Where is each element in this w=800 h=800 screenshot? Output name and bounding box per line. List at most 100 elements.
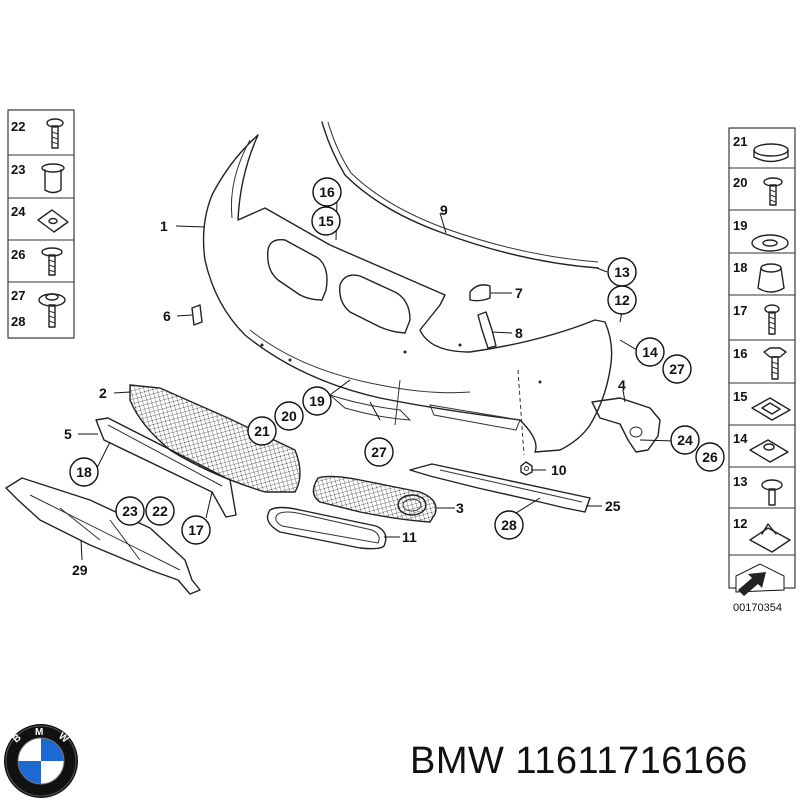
svg-text:12: 12 — [614, 292, 630, 308]
callout-label: 3 — [456, 500, 464, 516]
svg-text:13: 13 — [614, 264, 630, 280]
svg-text:20: 20 — [281, 408, 297, 424]
svg-text:16: 16 — [319, 184, 335, 200]
right-panel-label: 16 — [733, 346, 747, 361]
callout-label: 8 — [515, 325, 523, 341]
kidney-grille-left — [267, 239, 328, 301]
svg-text:17: 17 — [188, 522, 204, 538]
washer-screw-icon — [38, 293, 66, 328]
circled-callout: 20 — [274, 401, 304, 431]
underbody-tray — [5, 477, 201, 595]
leader-lines — [78, 199, 677, 561]
svg-text:18: 18 — [76, 464, 92, 480]
circled-callout: 28 — [494, 510, 524, 540]
license-plate-holder — [95, 417, 237, 518]
kidney-grille-right — [339, 274, 411, 334]
bumper-cover — [202, 134, 613, 453]
circled-callout: 18 — [69, 457, 99, 487]
bmw-logo-icon: B M W — [4, 724, 78, 798]
callout-label: 4 — [618, 377, 626, 393]
right-panel-label: 17 — [733, 303, 747, 318]
svg-text:M: M — [35, 727, 43, 738]
callout-label: 9 — [440, 202, 448, 218]
circled-callout: 24 — [670, 425, 700, 455]
circled-callout: 13 — [607, 257, 637, 287]
svg-text:15: 15 — [318, 213, 334, 229]
expansion-nut-icon — [41, 163, 65, 194]
callout-label: 29 — [72, 562, 88, 578]
svg-text:26: 26 — [702, 449, 718, 465]
circled-callout: 14 — [635, 337, 665, 367]
callout-label: 7 — [515, 285, 523, 301]
nut-10 — [520, 461, 533, 476]
svg-text:28: 28 — [501, 517, 517, 533]
right-fastener-panel: 21 20 19 18 17 16 15 14 13 12 — [728, 127, 796, 614]
side-bracket — [591, 397, 661, 453]
callout-label: 1 — [160, 218, 168, 234]
right-panel-label: 13 — [733, 474, 747, 489]
svg-text:27: 27 — [669, 361, 685, 377]
grommet-icon — [753, 143, 789, 163]
washer-icon — [751, 234, 789, 252]
left-panel-label: 28 — [11, 314, 25, 329]
callout-label: 10 — [551, 462, 567, 478]
circled-callout: 21 — [247, 416, 277, 446]
left-panel-label: 26 — [11, 247, 25, 262]
part-number-title: BMW 11611716166 — [410, 740, 748, 782]
left-panel-label: 27 — [11, 288, 25, 303]
screw-icon — [764, 304, 780, 335]
circled-callout: 17 — [181, 515, 211, 545]
circled-callout: 12 — [607, 285, 637, 315]
seal-strip — [321, 121, 599, 269]
right-panel-label: 18 — [733, 260, 747, 275]
trim-frame — [266, 506, 387, 550]
circled-callout: 22 — [145, 496, 175, 526]
screw-icon — [763, 177, 783, 206]
right-panel-label: 12 — [733, 516, 747, 531]
side-clip — [191, 304, 203, 326]
screw-icon — [41, 247, 63, 276]
left-panel-label: 23 — [11, 162, 25, 177]
right-panel-label: 19 — [733, 218, 747, 233]
tow-hook-cover — [469, 284, 491, 302]
clip-nut-icon — [37, 209, 69, 233]
reinforcement-rail — [409, 463, 591, 513]
callout-label: 11 — [402, 529, 417, 545]
right-panel-label: 21 — [733, 134, 747, 149]
callout-labels: 1 2 3 4 5 6 7 8 9 10 11 25 29 16 15 13 1… — [64, 177, 725, 578]
right-panel-label: 15 — [733, 389, 747, 404]
hex-screw-icon — [763, 347, 787, 380]
circled-callout: 27 — [364, 437, 394, 467]
left-panel-frame — [7, 109, 75, 339]
screw-icon — [761, 479, 783, 506]
fog-light-grille — [312, 475, 437, 523]
left-panel-label: 22 — [11, 119, 25, 134]
callout-label: 25 — [605, 498, 621, 514]
circled-callout: 16 — [312, 177, 342, 207]
direction-arrow-icon — [735, 563, 785, 596]
nut-plate-icon — [751, 397, 791, 421]
left-panel-label: 24 — [11, 204, 26, 219]
bumper-assembly — [5, 121, 661, 595]
bracket-small — [477, 311, 497, 349]
right-panel-label: 20 — [733, 175, 747, 190]
callout-label: 5 — [64, 426, 72, 442]
circled-callout: 23 — [115, 496, 145, 526]
svg-text:24: 24 — [677, 432, 693, 448]
svg-text:22: 22 — [152, 503, 168, 519]
callout-label: 2 — [99, 385, 107, 401]
svg-text:14: 14 — [642, 344, 658, 360]
circled-callout: 19 — [302, 386, 332, 416]
bushing-icon — [757, 263, 785, 293]
left-fastener-panel: 22 23 24 26 27 28 — [7, 109, 75, 339]
circled-callout: 15 — [311, 206, 341, 236]
svg-text:27: 27 — [371, 444, 387, 460]
clip-icon — [749, 523, 791, 553]
screw-icon — [46, 118, 64, 149]
right-panel-label: 14 — [733, 431, 748, 446]
svg-text:23: 23 — [122, 503, 138, 519]
svg-text:19: 19 — [309, 393, 325, 409]
clip-nut-icon — [749, 439, 789, 463]
right-panel-frame — [728, 127, 796, 589]
